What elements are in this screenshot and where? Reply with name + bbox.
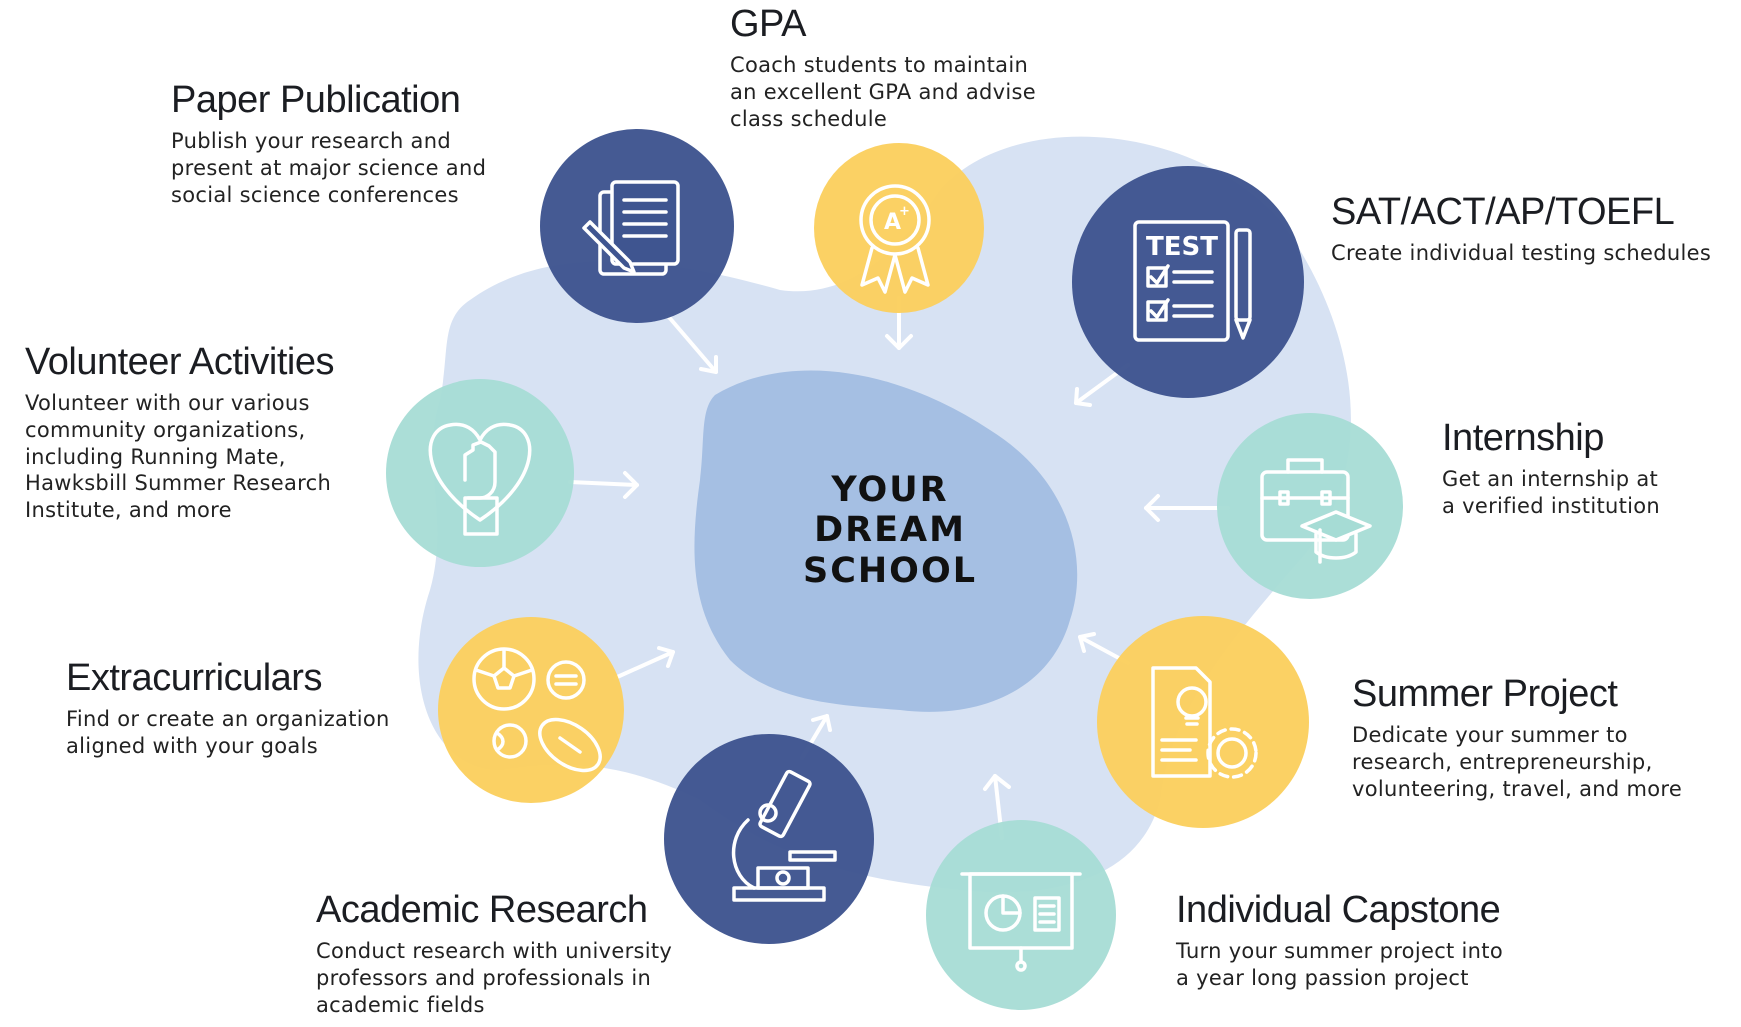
label-gpa-line-3: class schedule	[730, 106, 888, 131]
label-research: Academic Research Conduct research with …	[316, 889, 673, 1018]
svg-text:A: A	[884, 210, 901, 235]
label-internship-line-1: Get an internship at	[1442, 466, 1659, 491]
svg-text:TEST: TEST	[1146, 232, 1218, 262]
label-extra-line-2: aligned with your goals	[66, 733, 318, 758]
label-summer-line-1: Dedicate your summer to	[1352, 722, 1628, 747]
label-paper-line-2: present at major science and	[171, 155, 487, 180]
microscope-icon	[731, 769, 837, 902]
arrow-extra	[613, 646, 675, 680]
center-blob	[694, 370, 1078, 712]
briefcase-graduation-cap-icon	[1260, 458, 1372, 564]
center-line-2: DREAM	[814, 510, 966, 551]
label-gpa-line-2: an excellent GPA and advise	[730, 79, 1036, 104]
label-extra-line-1: Find or create an organization	[66, 706, 390, 731]
lightbulb-gear-document-icon	[1151, 666, 1258, 779]
label-paper-line-1: Publish your research and	[171, 128, 451, 153]
label-capstone-line-2: a year long passion project	[1176, 965, 1469, 990]
label-research-line-2: professors and professionals in	[316, 965, 652, 990]
label-volunteer-line-2: community organizations,	[25, 417, 306, 442]
center-line-1: YOUR	[831, 470, 949, 510]
circle-research	[664, 734, 874, 944]
label-extra-title: Extracurriculars	[66, 657, 322, 699]
label-test-line-1: Create individual testing schedules	[1331, 240, 1712, 265]
label-paper: Paper Publication Publish your research …	[171, 79, 487, 208]
document-pencil-icon	[582, 180, 680, 276]
arrow-volunteer	[568, 471, 639, 499]
label-test-title: SAT/ACT/AP/TOEFL	[1331, 191, 1675, 233]
heart-hand-icon	[428, 422, 532, 536]
label-paper-title: Paper Publication	[171, 79, 461, 121]
circle-summer	[1097, 616, 1309, 828]
label-research-line-1: Conduct research with university	[316, 938, 673, 963]
label-gpa: GPA Coach students to maintain an excell…	[730, 3, 1036, 132]
label-capstone-title: Individual Capstone	[1176, 889, 1501, 931]
label-summer-title: Summer Project	[1352, 673, 1618, 715]
label-summer: Summer Project Dedicate your summer to r…	[1352, 673, 1683, 802]
label-paper-line-3: social science conferences	[171, 182, 459, 207]
award-ribbon-icon: A +	[859, 184, 931, 294]
label-volunteer-line-5: Institute, and more	[25, 498, 232, 523]
label-volunteer-line-1: Volunteer with our various	[25, 390, 310, 415]
presentation-board-icon	[960, 872, 1082, 972]
label-gpa-line-1: Coach students to maintain	[730, 52, 1029, 77]
label-summer-line-3: volunteering, travel, and more	[1352, 776, 1683, 801]
circle-volunteer	[386, 379, 574, 567]
sports-balls-icon	[472, 647, 602, 773]
circle-internship	[1217, 413, 1403, 599]
label-volunteer-line-4: Hawksbill Summer Research	[25, 471, 332, 496]
circle-extra	[438, 617, 624, 803]
label-internship-title: Internship	[1442, 417, 1604, 459]
circle-gpa	[814, 143, 984, 313]
svg-text:+: +	[899, 204, 910, 219]
label-volunteer-title: Volunteer Activities	[25, 341, 334, 383]
arrow-paper	[666, 314, 718, 374]
label-internship: Internship Get an internship at a verifi…	[1442, 417, 1661, 520]
label-internship-line-2: a verified institution	[1442, 493, 1661, 518]
label-research-line-3: academic fields	[316, 992, 485, 1017]
label-gpa-title: GPA	[730, 3, 806, 45]
test-paper-icon: TEST	[1133, 220, 1252, 342]
label-extra: Extracurriculars Find or create an organ…	[66, 657, 390, 760]
label-summer-line-2: research, entrepreneurship,	[1352, 749, 1653, 774]
label-volunteer-line-3: including Running Mate,	[25, 444, 286, 469]
label-research-title: Academic Research	[316, 889, 648, 931]
label-capstone: Individual Capstone Turn your summer pro…	[1176, 889, 1503, 992]
label-test: SAT/ACT/AP/TOEFL Create individual testi…	[1331, 191, 1712, 267]
label-capstone-line-1: Turn your summer project into	[1176, 938, 1503, 963]
center-label: YOUR DREAM SCHOOL	[760, 470, 1020, 591]
center-line-3: SCHOOL	[803, 550, 977, 591]
arrow-internship	[1144, 494, 1230, 522]
label-volunteer: Volunteer Activities Volunteer with our …	[25, 341, 334, 524]
